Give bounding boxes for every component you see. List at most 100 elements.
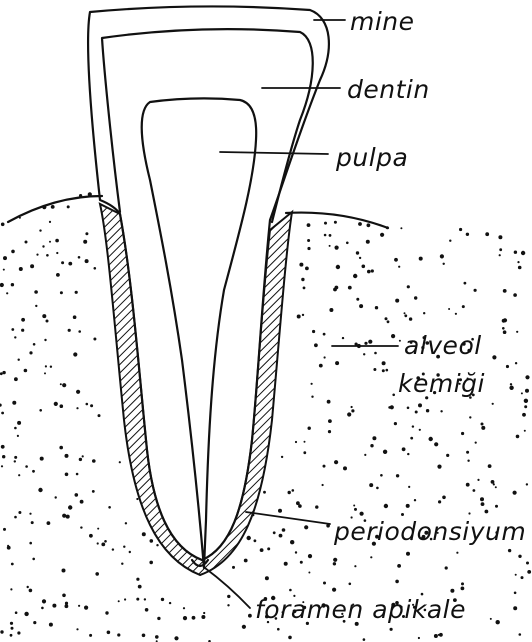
bone-dot <box>499 254 501 256</box>
bone-dot <box>65 602 68 605</box>
bone-dot <box>467 460 469 462</box>
bone-dot <box>59 446 63 450</box>
dentin-outline <box>102 29 313 222</box>
bone-dot <box>68 505 72 509</box>
bone-dot <box>375 306 378 309</box>
bone-dot <box>473 489 476 492</box>
bone-dot <box>382 361 386 365</box>
bone-dot <box>288 636 292 640</box>
bone-dot <box>84 606 88 610</box>
alveolar-bone-crest-right <box>286 213 388 228</box>
bone-dot <box>119 461 121 463</box>
bone-dot <box>10 622 13 625</box>
bone-dot <box>104 540 107 543</box>
leader-foramen <box>205 568 250 608</box>
bone-dot <box>468 512 470 514</box>
bone-dot <box>97 528 99 530</box>
bone-dot <box>78 256 81 259</box>
bone-dot <box>496 620 500 624</box>
bone-dot <box>52 604 56 608</box>
leader-pulpa <box>220 152 328 154</box>
bone-dot <box>320 194 323 197</box>
bone-dot <box>461 582 464 585</box>
bone-dot <box>29 542 32 545</box>
bone-dot <box>390 405 394 409</box>
bone-dot <box>242 625 246 629</box>
bone-dot <box>516 435 520 439</box>
bone-dot <box>490 618 492 620</box>
bone-dot <box>464 282 467 285</box>
bone-dot <box>263 491 266 494</box>
bone-dot <box>513 491 517 495</box>
bone-dot <box>515 574 517 576</box>
bone-dot <box>390 628 393 631</box>
bone-dot <box>402 447 406 451</box>
bone-dot <box>524 405 527 408</box>
bone-dot <box>409 317 412 320</box>
bone-dot <box>66 515 70 519</box>
bone-dot <box>118 600 120 602</box>
bone-dot <box>349 583 352 586</box>
bone-dot <box>279 534 283 538</box>
bone-dot <box>55 496 57 498</box>
bone-dot <box>351 406 353 408</box>
bone-dot <box>462 305 465 308</box>
bone-dot <box>42 599 46 603</box>
bone-dot <box>89 534 93 538</box>
bone-dot <box>382 369 385 372</box>
bone-dot <box>174 636 178 640</box>
bone-dot <box>161 598 164 601</box>
bone-dot <box>65 454 69 458</box>
bone-dot <box>477 479 479 481</box>
bone-dot <box>1 412 4 415</box>
bone-dot <box>469 416 471 418</box>
bone-dot <box>521 576 524 579</box>
bone-dot <box>14 516 17 519</box>
bone-dot <box>399 340 401 342</box>
bone-dot <box>232 566 235 569</box>
bone-dot <box>516 331 518 333</box>
bone-dot <box>495 505 498 508</box>
bone-dot <box>284 562 288 566</box>
bone-dot <box>522 413 526 417</box>
bone-dot <box>95 572 99 576</box>
bone-dot <box>323 465 326 468</box>
bone-dot <box>49 221 51 223</box>
bone-dot <box>27 586 29 588</box>
bone-dot <box>426 409 429 412</box>
bone-dot <box>356 206 360 210</box>
bone-dot <box>281 456 283 458</box>
bone-dot <box>123 546 125 548</box>
bone-dot <box>18 474 20 476</box>
bone-dot <box>406 552 410 556</box>
bone-dot <box>1 445 5 449</box>
bone-dot <box>35 305 37 307</box>
bone-dot <box>488 464 492 468</box>
bone-dot <box>525 375 529 379</box>
bone-dot <box>124 598 126 600</box>
bone-dot <box>404 314 407 317</box>
bone-dot <box>11 563 14 566</box>
bone-dot <box>0 630 3 633</box>
bone-dot <box>412 425 414 427</box>
bone-dot <box>407 407 410 410</box>
bone-dot <box>524 183 527 186</box>
bone-dot <box>521 392 523 394</box>
bone-dot <box>67 205 70 208</box>
bone-dot <box>328 419 332 423</box>
bone-dot <box>62 569 66 573</box>
bone-dot <box>348 286 352 290</box>
bone-dot <box>518 555 521 558</box>
bone-dot <box>394 422 397 425</box>
bone-dot <box>377 208 379 210</box>
bone-dot <box>308 554 312 558</box>
bone-dot <box>480 497 484 501</box>
bone-dot <box>356 298 359 301</box>
bone-dot <box>267 547 270 550</box>
bone-dot <box>300 561 303 564</box>
label-dentin: dentin <box>347 75 430 104</box>
bone-dot <box>492 355 496 359</box>
bone-dot <box>380 233 384 237</box>
bone-dot <box>299 263 303 267</box>
bone-dot <box>65 604 69 608</box>
